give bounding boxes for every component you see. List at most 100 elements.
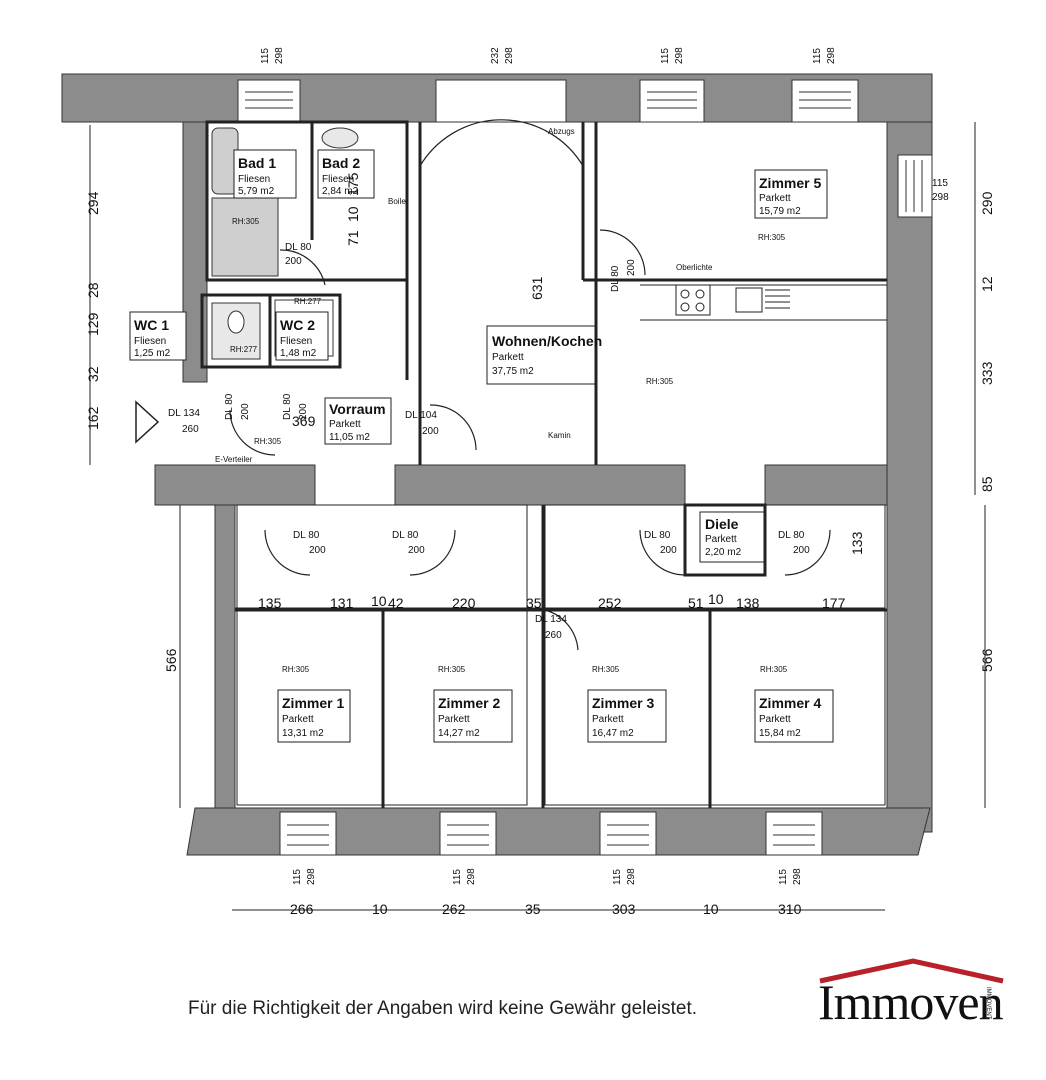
room-floor: Parkett [759,714,791,725]
svg-text:RH:277: RH:277 [294,297,322,306]
misc-labels: RH:305 RH:305 RH:277 RH:277 RH:305 RH:30… [215,127,788,674]
door-size: 200 [626,259,637,276]
door-size: 200 [422,426,439,437]
svg-text:Boiler: Boiler [388,197,409,206]
window-height-label: 298 [504,47,515,64]
room-floor: Parkett [705,534,737,545]
svg-text:133: 133 [849,531,865,555]
door-size: 200 [240,403,251,420]
door-size: 200 [408,545,425,556]
dimension-lines [89,122,986,911]
svg-text:51: 51 [688,595,704,611]
svg-text:RH:305: RH:305 [438,665,466,674]
window-width-label: 115 [932,178,948,189]
right-dim-labels: 290 12 333 85 566 133 631 369 175 71 10 [292,172,995,672]
disclaimer-text: Für die Richtigkeit der Angaben wird kei… [188,998,698,1019]
window-hatching [245,91,923,846]
windows-top [237,79,933,856]
svg-text:631: 631 [529,276,545,300]
svg-text:Abzugs: Abzugs [548,127,575,136]
room-floor: Fliesen [134,336,166,347]
brand-name: Immoven [818,974,1004,1030]
svg-text:10: 10 [345,206,361,222]
door-size: 260 [545,630,562,641]
room-area: 13,31 m2 [282,728,324,739]
room-floor: Parkett [592,714,624,725]
svg-text:333: 333 [979,361,995,385]
door-size: 200 [793,545,810,556]
room-diele: Diele Parkett 2,20 m2 [699,511,765,563]
room-floor: Parkett [438,714,470,725]
room-zimmer5: Zimmer 5 Parkett 15,79 m2 [754,169,828,219]
inner-walls [200,120,887,808]
svg-text:85: 85 [979,476,995,492]
room-area: 1,48 m2 [280,348,317,359]
svg-text:RH:305: RH:305 [592,665,620,674]
window-height-label: 298 [274,47,285,64]
window-width-label: 115 [260,48,271,64]
room-area: 14,27 m2 [438,728,480,739]
door-labels: DL 80 200 DL 80 200 DL 80 200 DL 80 200 … [168,242,810,641]
door-size: 260 [182,424,199,435]
room-floor: Fliesen [322,174,354,185]
door-label: DL 80 [392,530,419,541]
svg-text:32: 32 [85,366,101,382]
room-bad1: Bad 1 Fliesen 5,79 m2 [233,149,297,199]
door-label: DL 80 [285,242,312,253]
svg-text:RH:305: RH:305 [232,217,260,226]
svg-text:266: 266 [290,901,314,917]
svg-text:131: 131 [330,595,354,611]
window-width-label: 115 [452,869,463,885]
room-name: Diele [705,516,739,532]
door-swings [229,119,831,651]
svg-text:71: 71 [345,230,361,246]
door-size: 200 [285,256,302,267]
room-zimmer3: Zimmer 3 Parkett 16,47 m2 [587,689,667,743]
door-label: DL 80 [282,393,293,420]
window-labels: 115 298 232 298 115 298 115 298 115 298 … [260,47,949,885]
window-height-label: 298 [674,47,685,64]
svg-text:Kamin: Kamin [548,431,571,440]
svg-text:290: 290 [979,191,995,215]
roof-icon [819,958,1004,984]
svg-text:RH:277: RH:277 [230,345,258,354]
brand-small: IMMOVENT [985,987,991,1020]
bottom-dim-labels: 266 10 262 35 303 10 310 [290,901,802,917]
door-label: DL 80 [778,530,805,541]
door-size: 200 [660,545,677,556]
room-name: WC 2 [280,317,315,333]
window-height-label: 298 [826,47,837,64]
room-area: 2,84 m2 [322,186,359,197]
room-floor: Fliesen [238,174,270,185]
room-zimmer4: Zimmer 4 Parkett 15,84 m2 [754,689,834,743]
room-area: 11,05 m2 [329,432,370,443]
window-height-label: 298 [626,868,637,885]
svg-text:162: 162 [85,406,101,430]
room-area: 15,79 m2 [759,206,801,217]
svg-text:E-Verteiler: E-Verteiler [215,455,253,464]
svg-text:252: 252 [598,595,622,611]
window-height-label: 298 [306,868,317,885]
svg-text:35: 35 [525,901,541,917]
svg-text:RH:305: RH:305 [758,233,786,242]
svg-text:42: 42 [388,595,404,611]
room-name: WC 1 [134,317,169,333]
room-floor: Parkett [282,714,314,725]
svg-text:35: 35 [526,595,542,611]
kitchen-counter [675,284,790,316]
svg-text:175: 175 [345,172,361,196]
svg-text:369: 369 [292,413,316,429]
room-zimmer1: Zimmer 1 Parkett 13,31 m2 [277,689,351,743]
svg-text:294: 294 [85,191,101,215]
room-floor: Parkett [492,352,524,363]
brand-logo: Immoven IMMOVENT [818,955,1008,1035]
room-name: Zimmer 5 [759,175,821,191]
room-name: Vorraum [329,401,386,417]
room-area: 16,47 m2 [592,728,634,739]
window-height-label: 298 [792,868,803,885]
window-height-label: 298 [466,868,477,885]
door-label: DL 104 [405,410,437,421]
room-area: 1,25 m2 [134,348,171,359]
window-width-label: 115 [292,869,303,885]
